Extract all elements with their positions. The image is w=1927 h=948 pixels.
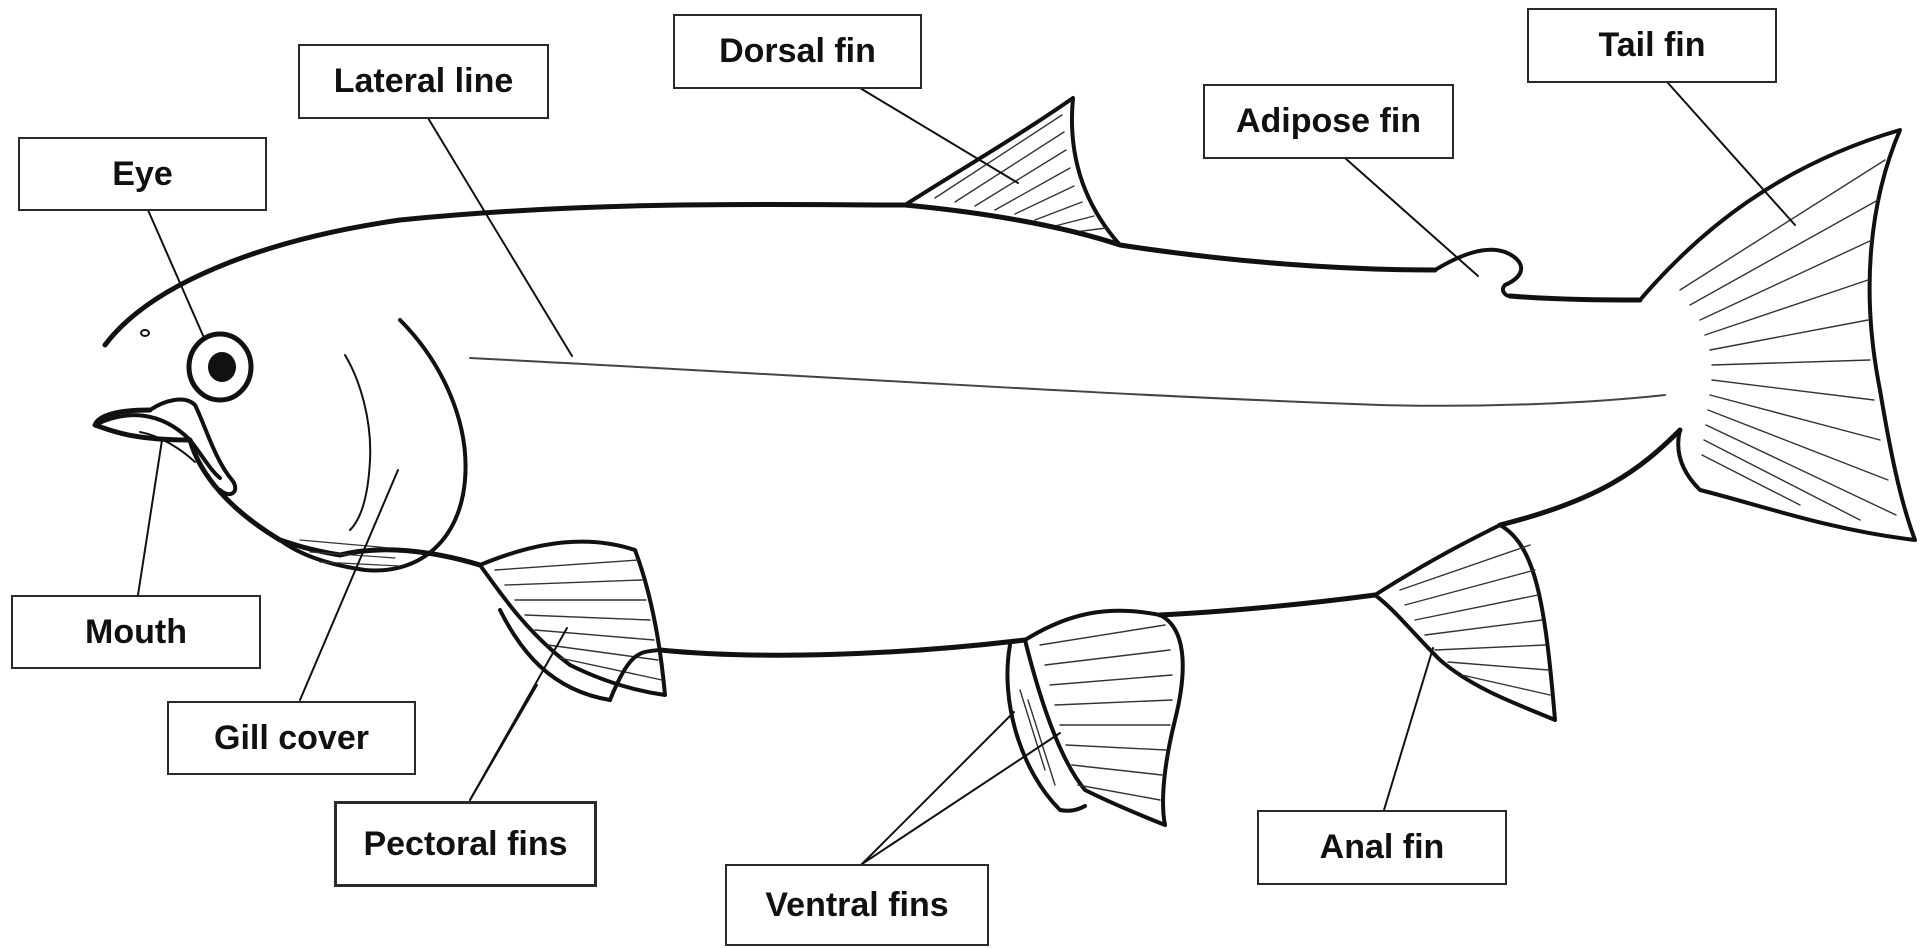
label-mouth: Mouth: [11, 595, 261, 669]
label-pectoral-fins: Pectoral fins: [334, 801, 597, 887]
leader-adipose-fin: [1345, 158, 1478, 276]
label-eye: Eye: [18, 137, 267, 211]
adipose-fin-outline: [1435, 250, 1521, 296]
leader-ventral-fins-a: [862, 712, 1014, 864]
label-lateral-line: Lateral line: [298, 44, 549, 119]
label-gill-cover: Gill cover: [167, 701, 416, 775]
tail-fin-outline: [1640, 130, 1915, 540]
leader-anal-fin: [1384, 648, 1433, 810]
lateral-line: [470, 358, 1665, 406]
label-ventral-fins: Ventral fins: [725, 864, 989, 946]
leader-mouth: [138, 440, 162, 595]
leader-tail-fin: [1668, 83, 1795, 225]
leader-ventral-fins-b: [862, 733, 1060, 864]
label-tail-fin: Tail fin: [1527, 8, 1777, 83]
label-anal-fin: Anal fin: [1257, 810, 1507, 885]
label-adipose-fin: Adipose fin: [1203, 84, 1454, 159]
leader-dorsal-fin: [860, 88, 1018, 183]
leader-pectoral-fins-b: [470, 685, 537, 800]
eye-pupil: [208, 352, 236, 382]
label-dorsal-fin: Dorsal fin: [673, 14, 922, 89]
